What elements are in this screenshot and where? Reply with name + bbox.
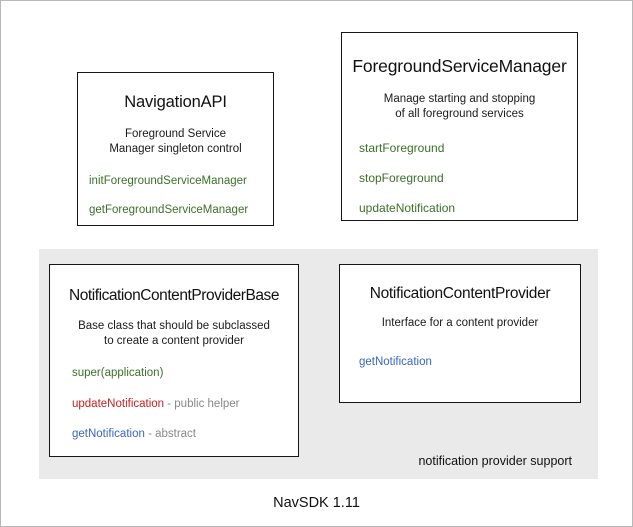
class-member[interactable]: updateNotification - public helper xyxy=(72,397,298,411)
class-member[interactable]: startForeground xyxy=(359,142,577,154)
class-title: ForegroundServiceManager xyxy=(352,56,567,76)
class-box-foreground-service-manager[interactable]: ForegroundServiceManager Manage starting… xyxy=(341,32,578,221)
class-description-line: Manager singleton control xyxy=(109,142,242,155)
class-member-name: stopForeground xyxy=(359,171,444,186)
class-description-line: Foreground Service xyxy=(125,128,226,140)
class-member-name: super(application) xyxy=(72,367,164,380)
class-member-name: updateNotification xyxy=(72,397,165,410)
class-member-list: initForegroundServiceManager getForegroun… xyxy=(78,176,273,216)
class-member-name: updateNotification xyxy=(359,201,456,216)
class-member-name: initForegroundServiceManager xyxy=(89,175,247,188)
class-member[interactable]: stopForeground xyxy=(359,172,577,184)
class-description: Base class that should be subclassed to c… xyxy=(50,319,298,348)
class-member[interactable]: updateNotification xyxy=(359,202,577,214)
group-panel-label: notification provider support xyxy=(418,454,572,468)
class-member-name: getNotification xyxy=(359,355,432,368)
class-description-line: to create a content provider xyxy=(104,334,244,347)
class-member-name: getForegroundServiceManager xyxy=(89,203,249,216)
class-description-line: Manage starting and stopping xyxy=(383,93,536,105)
class-member[interactable]: super(application) xyxy=(72,368,298,380)
diagram-caption: NavSDK 1.11 xyxy=(273,495,360,511)
class-member-list: getNotification xyxy=(340,355,580,369)
class-member-name: startForeground xyxy=(359,141,445,156)
class-box-notification-content-provider[interactable]: NotificationContentProvider Interface fo… xyxy=(339,264,581,403)
class-description: Interface for a content provider xyxy=(340,316,580,331)
class-title: NavigationAPI xyxy=(124,93,227,111)
class-description-line: Interface for a content provider xyxy=(381,317,539,329)
class-description-line: Base class that should be subclassed xyxy=(78,320,270,332)
class-member-suffix: - abstract xyxy=(144,428,197,441)
class-member[interactable]: initForegroundServiceManager xyxy=(89,176,273,188)
class-description: Manage starting and stopping of all foreg… xyxy=(342,92,577,121)
class-member[interactable]: getForegroundServiceManager xyxy=(89,203,273,217)
class-member[interactable]: getNotification xyxy=(359,355,580,369)
class-member[interactable]: getNotification - abstract xyxy=(72,429,298,441)
class-member-list: startForeground stopForeground updateNotif… xyxy=(342,142,577,214)
class-box-notification-content-provider-base[interactable]: NotificationContentProviderBase Base cla… xyxy=(49,264,299,457)
class-description-line: of all foreground services xyxy=(395,107,524,120)
class-title: NotificationContentProviderBase xyxy=(68,287,280,304)
class-member-list: super(application) updateNotification - p… xyxy=(50,368,298,441)
class-title: NotificationContentProvider xyxy=(369,285,551,302)
class-member-name: getNotification xyxy=(72,428,145,441)
class-member-suffix: - public helper xyxy=(164,397,240,410)
